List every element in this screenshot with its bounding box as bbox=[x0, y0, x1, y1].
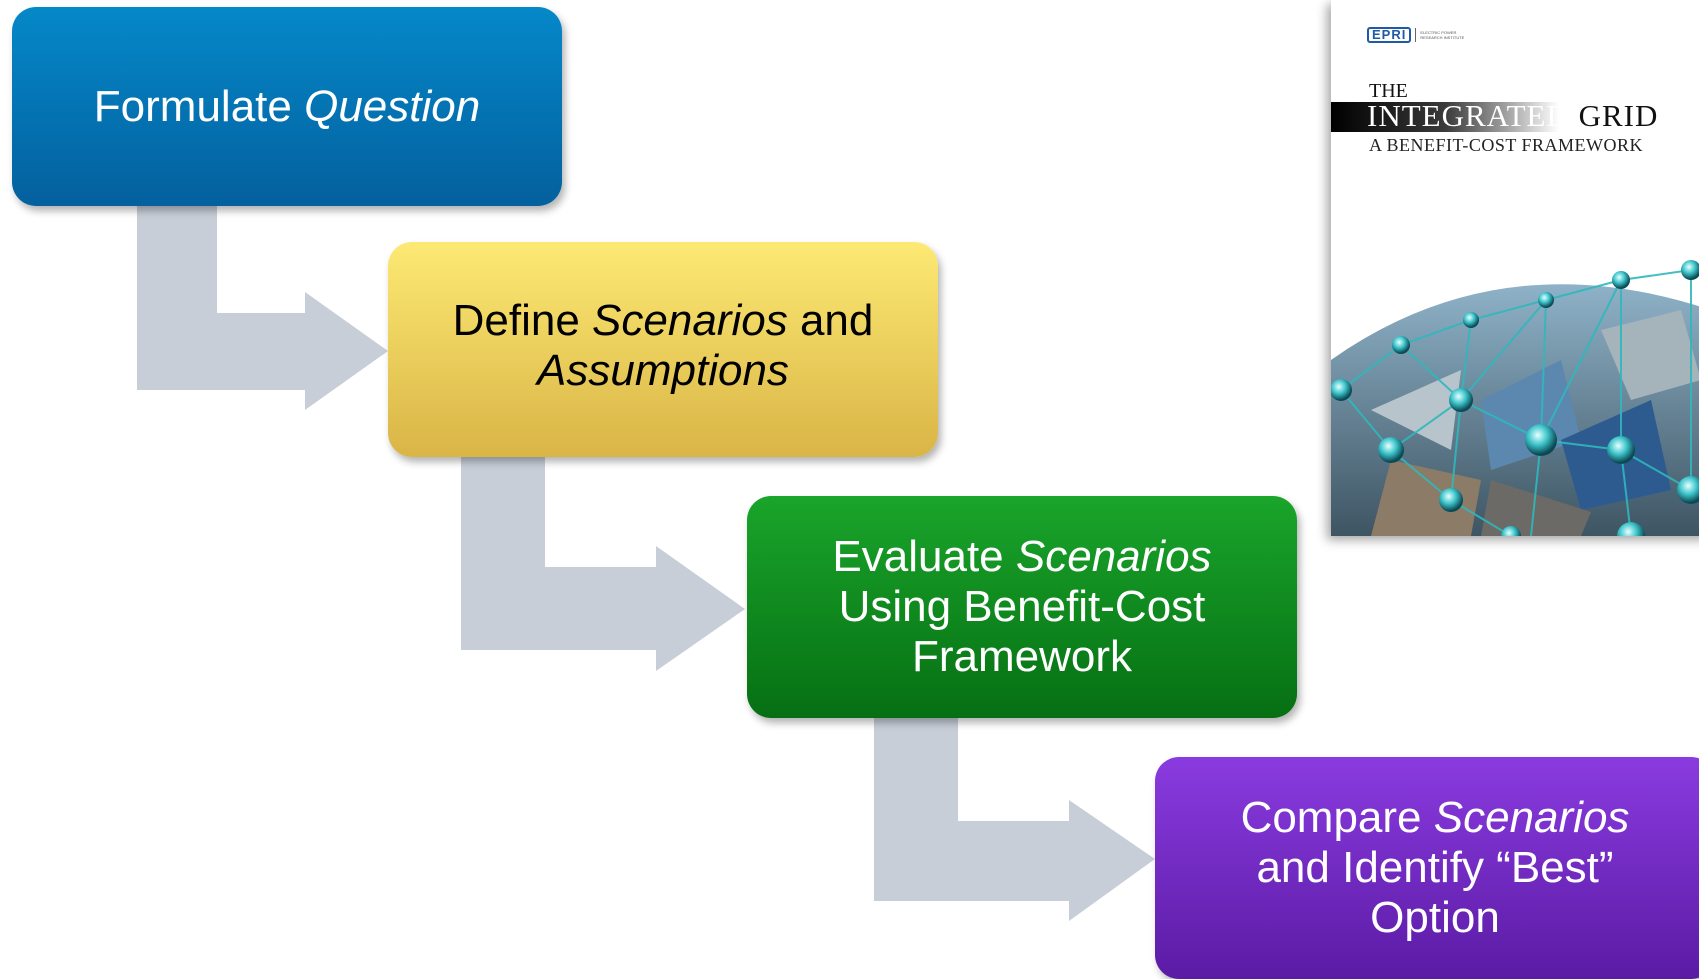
step-text-part: Using Benefit-Cost bbox=[838, 582, 1206, 631]
step-formulate-question: Formulate Question bbox=[12, 7, 562, 206]
step-formulate-question-label: Formulate Question bbox=[94, 82, 480, 132]
arrow-2-to-3 bbox=[461, 457, 745, 671]
step-text-part: Option bbox=[1370, 893, 1500, 942]
cover-subtitle: A BENEFIT-COST FRAMEWORK bbox=[1369, 135, 1644, 155]
step-text-part: Scenarios bbox=[592, 295, 788, 345]
step-text-part: Question bbox=[304, 81, 481, 131]
step-text-part: Framework bbox=[911, 632, 1132, 681]
step-text-part: Formulate bbox=[93, 81, 305, 131]
arrow-1-to-2 bbox=[137, 206, 388, 410]
arrow-3-to-4 bbox=[874, 718, 1155, 921]
step-text-part: Scenarios bbox=[1015, 532, 1212, 581]
step-text-part: and Identify “Best” bbox=[1256, 843, 1614, 892]
step-text-part: and bbox=[787, 295, 874, 345]
step-text-part: Compare bbox=[1240, 793, 1434, 842]
network-globe-image bbox=[1331, 260, 1699, 536]
cover-title: INTEGRATED GRID bbox=[1367, 99, 1658, 133]
epri-logo: EPRI ELECTRIC POWER RESEARCH INSTITUTE bbox=[1367, 27, 1478, 43]
logo-subtext: ELECTRIC POWER RESEARCH INSTITUTE bbox=[1420, 30, 1465, 40]
logo-mark: EPRI bbox=[1367, 27, 1412, 43]
report-cover: EPRI ELECTRIC POWER RESEARCH INSTITUTE T… bbox=[1331, 0, 1699, 536]
title-gradient-bar bbox=[1331, 102, 1699, 132]
step-text-part: Define bbox=[452, 295, 593, 345]
cover-title-light: INTEGRATED bbox=[1367, 98, 1570, 133]
step-text-part: Evaluate bbox=[832, 532, 1016, 581]
logo-divider bbox=[1415, 28, 1417, 42]
step-text-part: Assumptions bbox=[537, 345, 789, 395]
step-text-part: Scenarios bbox=[1433, 793, 1630, 842]
cover-the: THE bbox=[1369, 80, 1408, 102]
cover-title-dark: GRID bbox=[1569, 98, 1659, 133]
